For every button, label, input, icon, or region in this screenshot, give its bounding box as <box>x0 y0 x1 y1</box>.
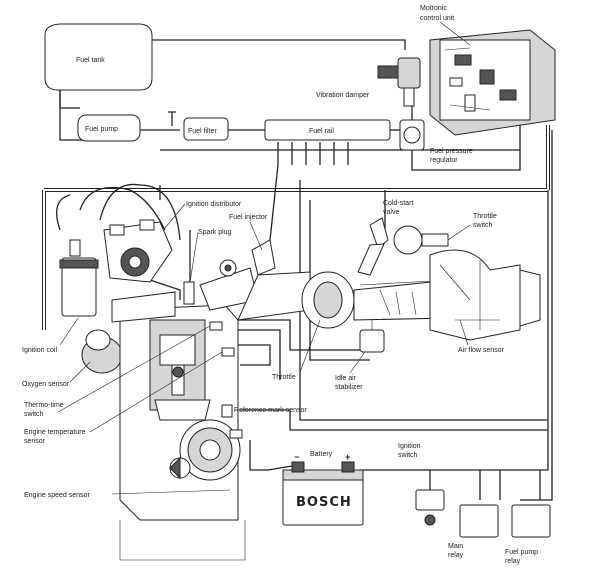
battery: − + BOSCH Battery <box>267 451 364 526</box>
throttle-switch-label-1: Throttle <box>473 213 497 220</box>
battery-plus-terminal: + <box>345 452 350 462</box>
battery-brand: BOSCH <box>296 495 352 510</box>
thermo-time-switch-label-1: Thermo-time <box>24 402 64 409</box>
throttle-switch: Throttle switch <box>393 213 497 255</box>
flywheel-sensors: Reference mark sensor Engine speed senso… <box>24 404 307 499</box>
main-relay-label-1: Main <box>448 543 463 550</box>
spark-plug-label: Spark plug <box>198 229 232 236</box>
cold-start-valve-label-2: valve <box>383 209 399 216</box>
fuel-pump: Fuel pump <box>77 114 141 142</box>
fuel-pump-relay-label-1: Fuel pump <box>505 549 538 556</box>
oxygen-sensor: Oxygen sensor <box>22 329 123 388</box>
ignition-switch-label-1: Ignition <box>398 443 421 450</box>
ignition-distributor-label: Ignition distributor <box>186 201 242 208</box>
spark-plug: Spark plug <box>183 229 232 305</box>
main-relay: Main relay <box>448 504 499 559</box>
vibration-damper: Vibration damper <box>316 57 421 107</box>
engine-sensors: Thermo-time switch Engine temperature se… <box>24 321 235 445</box>
reference-mark-sensor-label: Reference mark sensor <box>234 407 307 414</box>
battery-minus-terminal: − <box>294 452 299 462</box>
fuel-tank-label: Fuel tank <box>76 57 105 64</box>
intake-system: Air flow sensor <box>237 249 541 354</box>
air-flow-sensor-label: Air flow sensor <box>458 347 505 354</box>
engine-temperature-sensor-label-1: Engine temperature <box>24 429 86 436</box>
throttle-assembly: Throttle Idle air stabilizer <box>272 319 385 391</box>
idle-air-stabilizer-label-2: stabilizer <box>335 384 363 391</box>
ignition-switch: Ignition switch <box>398 443 445 526</box>
fuel-rail-label: Fuel rail <box>309 128 334 135</box>
main-relay-label-2: relay <box>448 552 464 559</box>
motronic-control-unit: Motronic control unit <box>420 5 556 136</box>
fuel-tank: Fuel tank <box>44 23 153 91</box>
fuel-pressure-regulator-label-2: regulator <box>430 157 458 164</box>
fuel-rail: Fuel rail <box>264 119 391 141</box>
ignition-distributor: Ignition distributor <box>103 201 242 283</box>
idle-air-stabilizer-label-1: Idle air <box>335 375 357 382</box>
thermo-time-switch-label-2: switch <box>24 411 44 418</box>
ignition-coil: Ignition coil <box>22 239 99 354</box>
motronic-label-1: Motronic <box>420 5 447 12</box>
fuel-pressure-regulator: Fuel pressure regulator <box>399 119 473 164</box>
fuel-injector: Fuel injector <box>229 214 276 276</box>
engine-outline <box>119 520 246 561</box>
fuel-injector-label: Fuel injector <box>229 214 268 221</box>
fuel-filter: Fuel filter <box>168 111 229 141</box>
throttle-switch-label-2: switch <box>473 222 493 229</box>
battery-label: Battery <box>310 451 333 458</box>
engine-speed-sensor-label: Engine speed sensor <box>24 492 90 499</box>
oxygen-sensor-label: Oxygen sensor <box>22 381 70 388</box>
fuel-pump-label: Fuel pump <box>85 126 118 133</box>
vibration-damper-label: Vibration damper <box>316 92 370 99</box>
cold-start-valve-label-1: Cold-start <box>383 200 413 207</box>
motronic-label-2: control unit <box>420 15 454 22</box>
cold-start-valve: Cold-start valve <box>357 200 413 276</box>
fuel-pressure-regulator-label-1: Fuel pressure <box>430 148 473 155</box>
throttle-label: Throttle <box>272 374 296 381</box>
engine-temperature-sensor-label-2: sensor <box>24 438 46 445</box>
ignition-coil-label: Ignition coil <box>22 347 57 354</box>
ignition-switch-label-2: switch <box>398 452 418 459</box>
fuel-pump-relay-label-2: relay <box>505 558 521 565</box>
fuel-pump-relay: Fuel pump relay <box>505 504 551 565</box>
fuel-filter-label: Fuel filter <box>188 128 217 135</box>
